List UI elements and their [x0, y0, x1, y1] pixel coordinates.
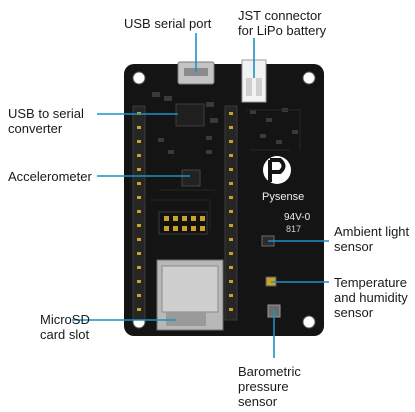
label-usb-to-serial-converter: USB to serial converter [8, 106, 84, 136]
mount-hole-br [302, 315, 316, 329]
accelerometer-chip [181, 169, 201, 187]
label-accelerometer: Accelerometer [8, 169, 92, 184]
label-temperature-humidity-sensor: Temperature and humidity sensor [334, 275, 408, 320]
pysense-logo-icon [263, 156, 291, 184]
mount-hole-tr [302, 71, 316, 85]
label-jst-connector: JST connector for LiPo battery [238, 8, 327, 38]
header-left-pins [137, 112, 141, 311]
board-marking2-text: 817 [286, 224, 301, 234]
label-usb-serial-port: USB serial port [124, 16, 212, 31]
header-right-pins [229, 112, 233, 311]
label-microsd-card-slot: MicroSD card slot [40, 312, 90, 342]
mount-hole-tl [132, 71, 146, 85]
label-ambient-light-sensor: Ambient light sensor [334, 224, 410, 254]
usb-serial-chip [175, 103, 205, 127]
board-marking-text: 94V-0 [284, 212, 311, 223]
leader-lines [72, 33, 329, 358]
board-brand-text: Pysense [262, 191, 304, 203]
label-barometric-pressure-sensor: Barometric pressure sensor [238, 364, 301, 409]
